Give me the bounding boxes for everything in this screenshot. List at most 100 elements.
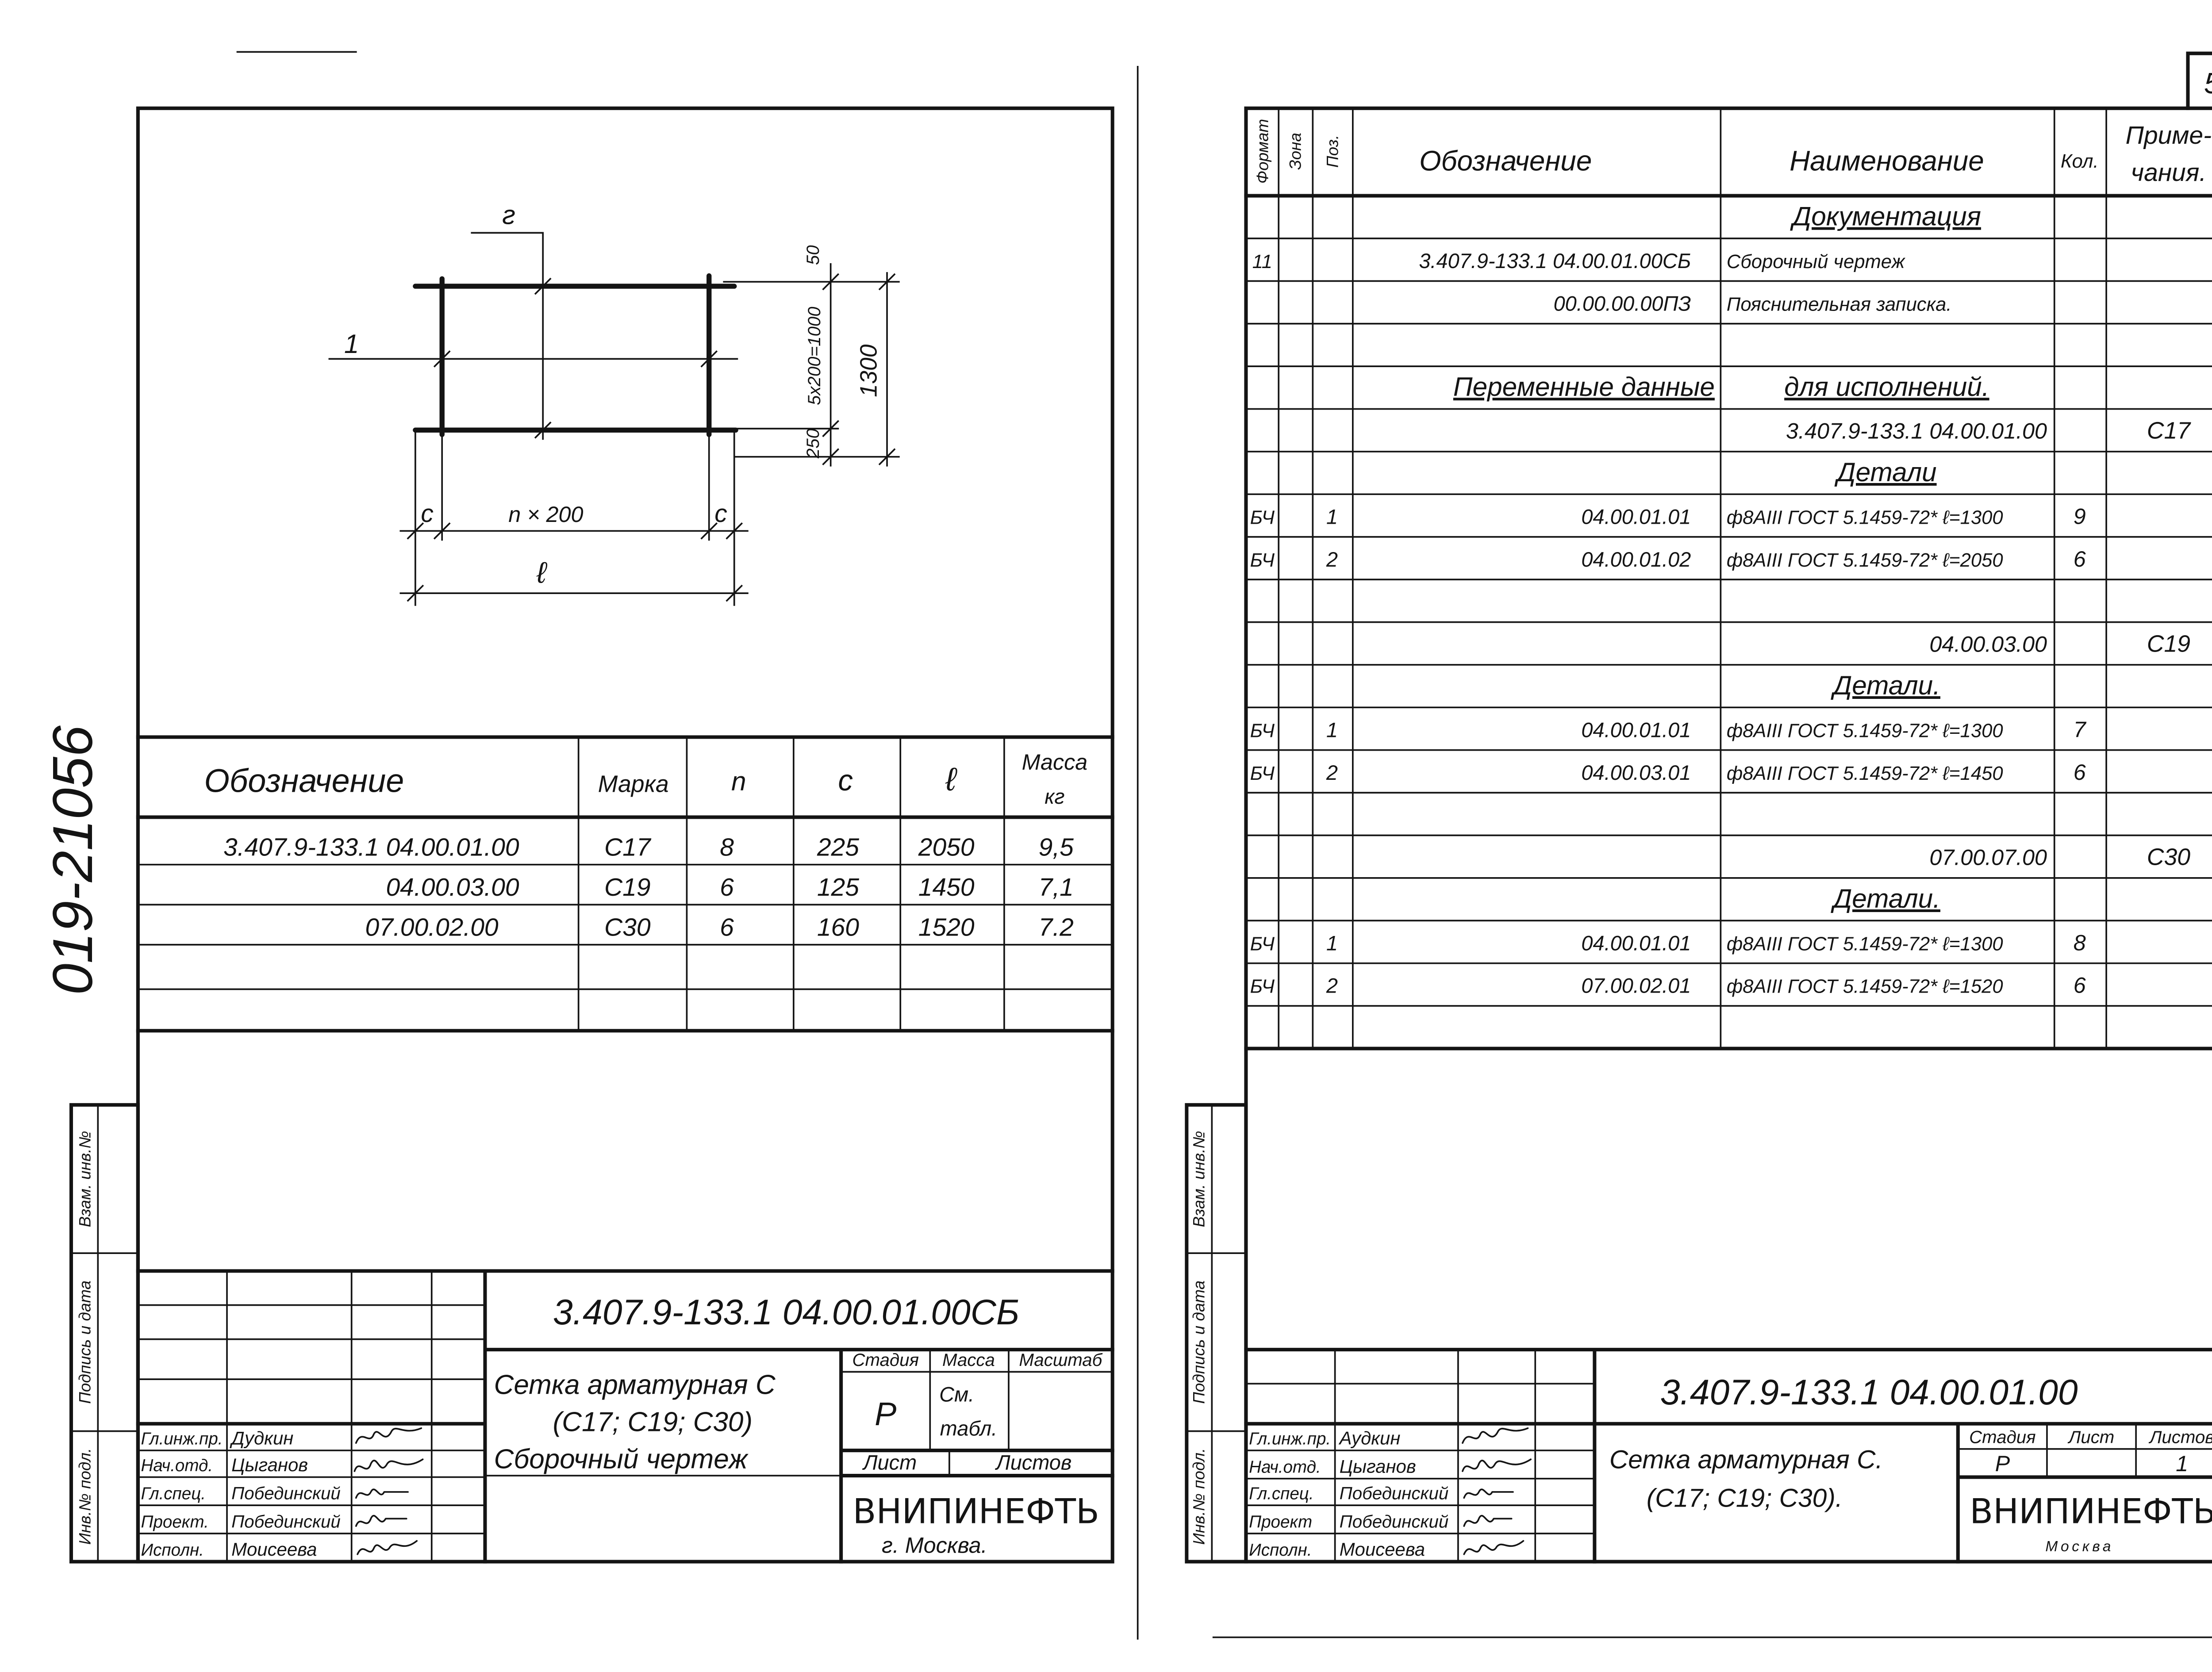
spec-row-19-qty: 6 [2074,973,2086,998]
row-2-mass: 7,1 [1039,873,1074,901]
dimension-top: 50 [803,245,823,265]
right-side-stamp: Взам. инв.№ Подпись и дата Инв.№ подл. [1185,1103,1248,1564]
archive-number: 019-21056 [41,725,104,995]
right-side-stamp-frame [1185,1103,1248,1564]
bar-label-g: г [502,199,515,230]
staff-name-3: Побединский [1340,1484,1449,1503]
document-name-line-1: Сетка арматурная С. [1609,1445,1883,1474]
left-sheet: 019-21056 г 1 50 5х200=1000 250 1300 с n… [41,106,1114,1564]
sheets-label: Листов [995,1451,1072,1474]
spec-row-6-variant: 3.407.9-133.1 04.00.01.00 [1786,418,2047,444]
document-name-line-1: Сетка арматурная С [494,1370,776,1400]
spec-row-7-section: Детали [1834,457,1936,487]
spec-row-11-variant: 04.00.03.00 [1929,632,2047,657]
mass-label: Масса [942,1350,995,1370]
row-3-mass: 7.2 [1039,913,1074,942]
spec-row-18-designation: 04.00.01.01 [1581,932,1691,955]
right-side-stamp-grid [1186,1104,1247,1563]
spec-row-18-name: ф8АIII ГОСТ 5.1459-72* ℓ=1300 [1727,933,2003,955]
stage-label: Стадия [852,1350,919,1370]
row-3-n: 6 [720,913,734,942]
spec-row-9-format: БЧ [1250,550,1275,571]
header-c: с [838,764,853,797]
spec-header-format: Формат [1254,119,1272,184]
sheet-number-box [2186,51,2212,110]
document-code: 3.407.9-133.1 04.00.01.00СБ [553,1292,1019,1332]
left-title-block: Гл.инж.пр. Нач.отд. Гл.спец. Проект. Исп… [136,1269,1114,1564]
spec-row-2-format: 11 [1252,251,1272,272]
signatures [1462,1427,1532,1555]
spec-row-2-designation: 3.407.9-133.1 04.00.01.00СБ [1419,249,1691,272]
spec-row-12-section: Детали. [1831,670,1940,700]
mesh-drawing: г 1 50 5х200=1000 250 1300 с n × 200 с ℓ [328,199,900,606]
spec-row-8-name: ф8АIII ГОСТ 5.1459-72* ℓ=1300 [1727,507,2003,528]
staff-role-2: Нач.отд. [141,1456,213,1475]
sheets-label: Листов [2148,1427,2212,1447]
organization-city: г. Москва. [882,1532,987,1557]
spec-row-13-designation: 04.00.01.01 [1581,718,1691,741]
staff-role-2: Нач.отд. [1249,1457,1321,1476]
signatures [353,1427,424,1555]
spec-row-3-name: Пояснительная записка. [1727,294,1952,315]
row-3-l: 1520 [918,913,975,942]
spec-row-11-note: С19 [2147,631,2190,657]
spec-row-13-name: ф8АIII ГОСТ 5.1459-72* ℓ=1300 [1727,720,2003,741]
dimension-ticks [407,273,896,602]
staff-name-3: Побединский [231,1484,341,1503]
row-1-mark: С17 [604,833,652,862]
organization-city: Москва [2045,1538,2114,1555]
header-n: n [731,766,746,796]
sheet-label: Лист [862,1451,917,1474]
dimension-c-right: с [714,499,727,528]
spec-row-5-heading-designation: Переменные данные [1453,372,1715,402]
dimension-bottom: 250 [803,428,823,459]
spec-row-8-designation: 04.00.01.01 [1581,505,1691,528]
spec-row-19-designation: 07.00.02.01 [1581,974,1691,997]
dimension-spacing-vertical: 5х200=1000 [804,307,824,405]
sheets-value: 1 [2176,1451,2188,1476]
bar-label-1: 1 [344,329,359,359]
spec-row-18-pos: 1 [1326,932,1338,955]
header-mass: Масса [1022,749,1088,775]
staff-role-5: Исполн. [1249,1541,1312,1560]
variants-table-border [136,735,1114,1033]
staff-name-4: Побединский [231,1511,341,1531]
stamp-replaced-inventory: Взам. инв.№ [1190,1131,1208,1227]
row-1-l: 2050 [918,833,975,862]
spec-row-16-note: С30 [2147,844,2191,871]
right-sheet: 57 Формат Зона Поз. Обозначение Наименов… [1185,51,2212,1564]
staff-name-2: Цыганов [1340,1456,1416,1476]
right-title-block-border [1244,1348,2212,1564]
row-1-designation: 3.407.9-133.1 04.00.01.00 [223,833,519,862]
spec-row-9-qty: 6 [2074,546,2086,571]
row-2-l: 1450 [918,873,975,901]
spec-row-17-section: Детали. [1831,883,1940,913]
row-1-mass: 9,5 [1039,833,1074,862]
spec-row-9-designation: 04.00.01.02 [1581,548,1691,571]
stamp-signature-date: Подпись и дата [76,1281,94,1404]
staff-name-4: Побединский [1340,1511,1449,1531]
dimension-length: ℓ [536,556,548,590]
spec-row-13-pos: 1 [1326,718,1338,741]
staff-name-2: Цыганов [231,1454,308,1475]
scale-label: Масштаб [1019,1350,1102,1370]
stamp-replaced-inventory: Взам. инв.№ [76,1131,94,1227]
document-name-line-2: (С17; С19; С30) [553,1407,753,1437]
specification-border [1244,194,2212,1051]
row-3-c: 160 [817,913,859,942]
row-2-mark: С19 [604,873,651,901]
spec-row-13-format: БЧ [1250,720,1275,741]
dimension-c-left: с [421,499,434,528]
staff-role-3: Гл.спец. [1249,1484,1313,1503]
spec-header-designation: Обозначение [1419,146,1592,177]
spec-header-position: Поз. [1323,135,1341,168]
spec-row-1-section: Документация [1790,201,1981,231]
spec-row-18-format: БЧ [1250,933,1275,955]
staff-name-1: Дудкин [230,1428,293,1449]
organization-name: ВНИПИНЕФТЬ [1970,1492,2212,1531]
spec-row-19-format: БЧ [1250,976,1275,997]
spec-header-name: Наименование [1790,146,1984,177]
left-title-block-border [136,1269,1114,1564]
spec-header-note-line-1: Приме- [2126,121,2212,150]
